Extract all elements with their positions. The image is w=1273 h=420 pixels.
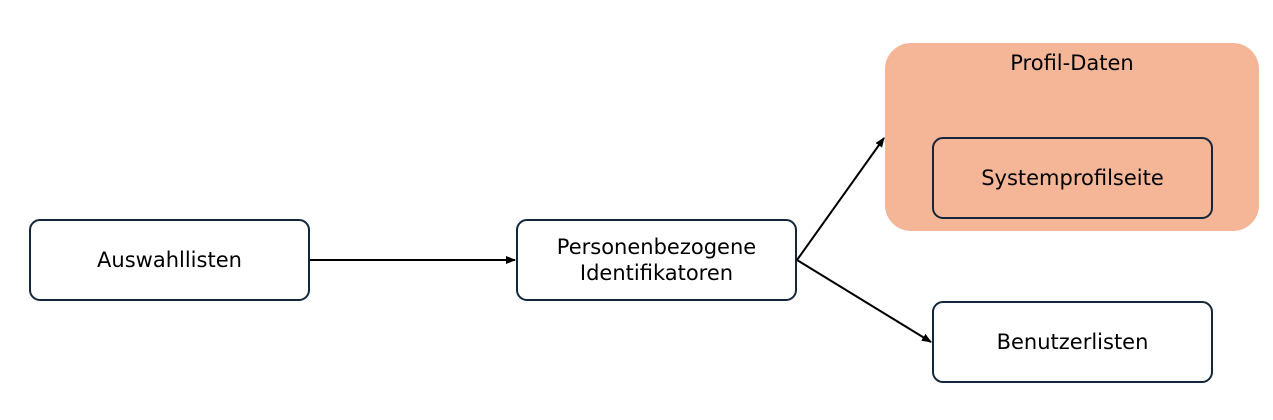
node-benutzerlisten: Benutzerlisten (932, 301, 1213, 383)
node-systemprofilseite-label: Systemprofilseite (981, 166, 1164, 190)
profil-daten-title: Profil-Daten (1010, 51, 1134, 75)
node-auswahllisten-label: Auswahllisten (97, 248, 242, 272)
node-personenbezogene-identifikatoren: Personenbezogene Identifikatoren (516, 219, 797, 301)
edge-personenbezogene-to-benutzerlisten (796, 259, 932, 343)
edge-personenbezogene-to-profil-daten (796, 137, 885, 261)
node-benutzerlisten-label: Benutzerlisten (996, 330, 1149, 354)
node-auswahllisten: Auswahllisten (29, 219, 310, 301)
node-systemprofilseite: Systemprofilseite (932, 137, 1213, 219)
node-personenbezogene-label: Personenbezogene Identifikatoren (556, 235, 757, 285)
